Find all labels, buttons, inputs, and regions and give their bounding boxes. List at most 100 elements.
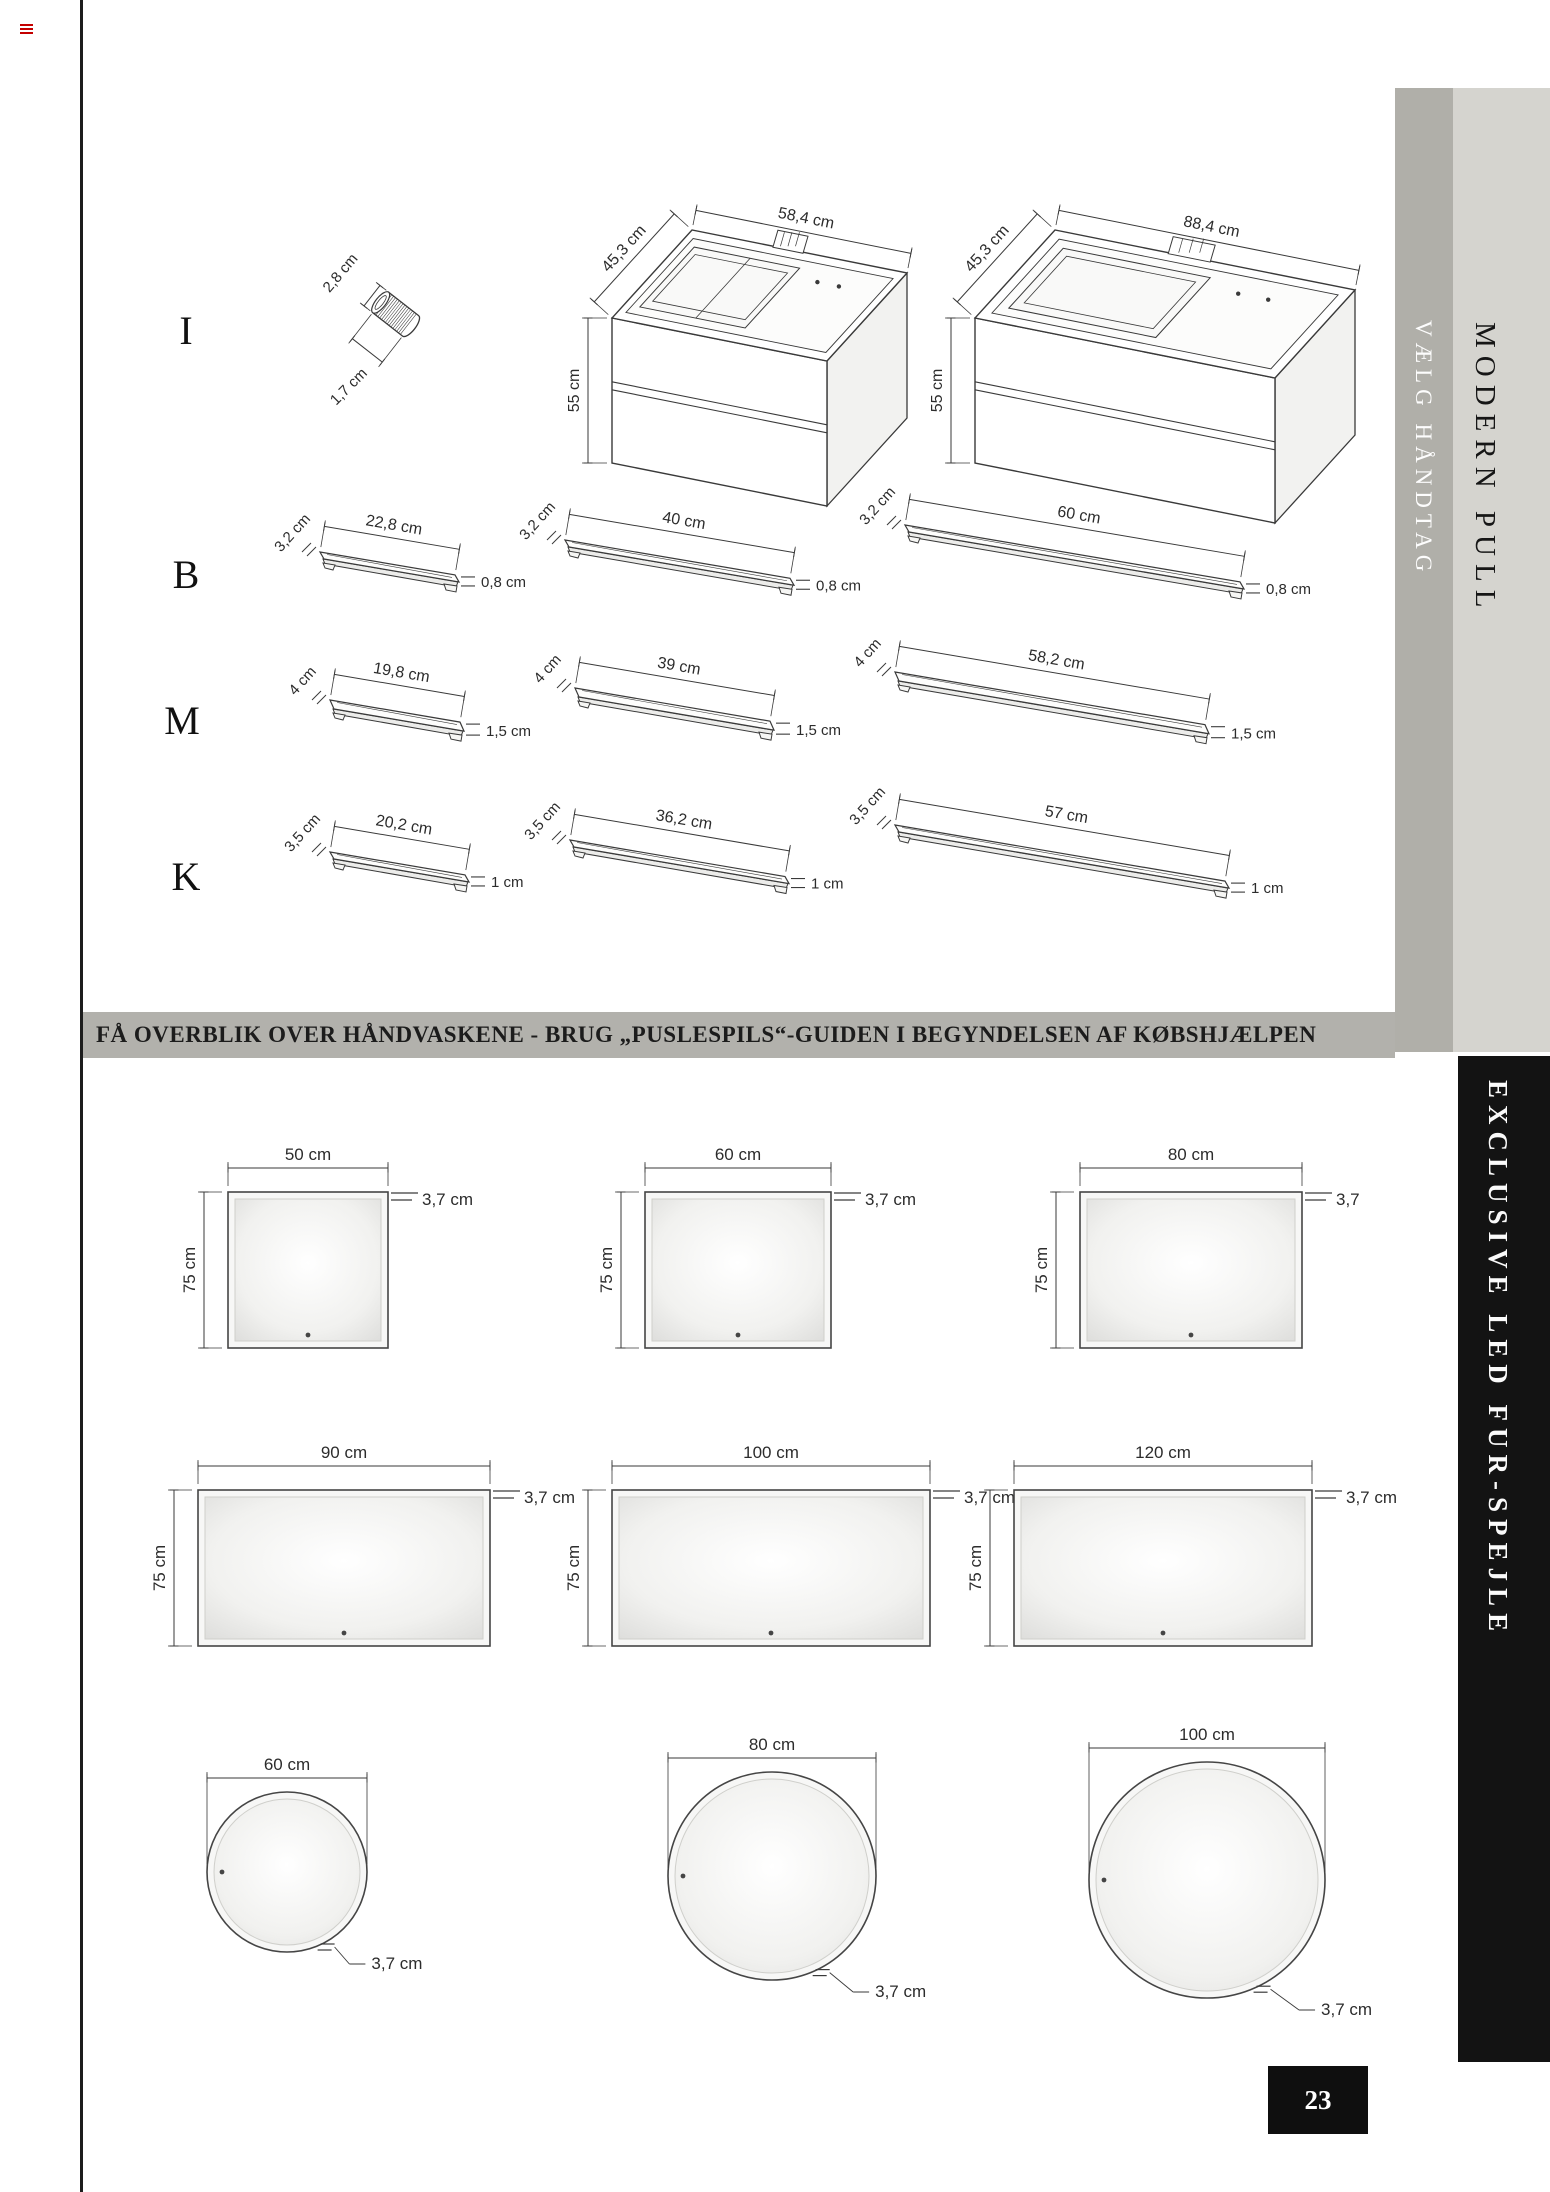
dimension-tick <box>376 282 384 289</box>
dimension-tick <box>316 694 327 705</box>
handle-right-foot <box>453 883 468 893</box>
handle-underside <box>567 546 794 591</box>
handle-right-foot <box>1193 735 1208 745</box>
dimension-label: 3,7 cm <box>1321 2000 1372 2019</box>
round-mirror-drawing-1: 80 cm3,7 cm <box>667 1735 926 2001</box>
dimension-tick <box>908 494 911 504</box>
dimension-tick <box>316 846 327 857</box>
handle-drawing-7: 36,2 cm3,5 cm1 cm <box>521 799 844 895</box>
dimension-tick <box>578 657 581 667</box>
mounting-bracket <box>772 229 809 254</box>
faucet-hole <box>1236 291 1241 296</box>
dimension-label: 3,5 cm <box>846 784 889 829</box>
dimension-label: 80 cm <box>749 1735 795 1754</box>
knurl-line <box>387 303 404 324</box>
dimension-tick <box>311 842 322 853</box>
handle-underside <box>907 531 1244 595</box>
dimension-label: 55 cm <box>929 369 946 413</box>
dimension-tick <box>463 691 466 701</box>
faucet-hole <box>815 279 820 285</box>
dimension-tick <box>953 298 961 306</box>
handle-drawing-3: 19,8 cm4 cm1,5 cm <box>285 660 531 742</box>
dimension-label: 3,5 cm <box>281 811 324 856</box>
dimension-line <box>899 645 1210 700</box>
page-number-box: 23 <box>1268 2066 1368 2134</box>
knurl-line <box>394 309 411 330</box>
sensor-dot <box>680 1873 686 1879</box>
dimension-line <box>574 813 790 852</box>
dimension-tick <box>311 690 322 701</box>
dimension-label: 75 cm <box>564 1545 583 1591</box>
mirror-surface <box>618 1496 924 1640</box>
handle-drawing-6: 20,2 cm3,5 cm1 cm <box>281 811 524 893</box>
row-label-b: B <box>173 552 200 597</box>
dimension-label: 0,8 cm <box>1266 581 1311 598</box>
dimension-tick <box>898 794 901 804</box>
dimension-tick <box>349 335 356 343</box>
handle-underside <box>577 696 774 736</box>
mirror-surface <box>213 1798 361 1946</box>
handle-bar <box>893 671 1211 735</box>
handle-right-foot <box>1228 590 1243 600</box>
handle-underside <box>572 846 789 890</box>
handle-left-foot <box>322 562 336 571</box>
dimension-tick <box>556 834 567 845</box>
dimension-tick <box>306 546 317 557</box>
sensor-dot <box>768 1630 774 1636</box>
dimension-label: 39 cm <box>656 655 702 679</box>
bracket-hatch <box>1188 238 1194 253</box>
dimension-tick <box>1243 551 1246 561</box>
sensor-dot <box>735 1332 741 1338</box>
knob-body <box>371 291 421 338</box>
dimension-tick <box>551 830 562 841</box>
bracket-hatch <box>780 232 785 247</box>
dimension-label: 1,7 cm <box>327 365 371 409</box>
dimension-tick <box>551 534 562 545</box>
handle-left-foot <box>907 535 921 544</box>
knurl-line <box>392 308 409 329</box>
handle-right-foot <box>778 586 793 596</box>
handle-highlight <box>901 674 1203 728</box>
dimension-tick <box>590 298 598 306</box>
sidebar-subtitle-strip <box>1395 88 1453 1052</box>
dimension-label: 3,7 <box>1336 1190 1360 1209</box>
handle-left-foot <box>897 684 911 693</box>
dimension-label: 4 cm <box>285 663 319 699</box>
dimension-label: 50 cm <box>285 1145 331 1164</box>
dimension-label: 3,2 cm <box>271 511 314 556</box>
knurl-line <box>389 305 406 326</box>
mirror-surface <box>234 1198 382 1342</box>
mirror-surface <box>1086 1198 1296 1342</box>
dimension-label: 60 cm <box>264 1755 310 1774</box>
dimension-tick <box>773 690 776 701</box>
knurl-line <box>379 297 396 318</box>
knob-cylinder <box>348 282 421 368</box>
dimension-tick <box>360 303 368 309</box>
dimension-label: 80 cm <box>1168 1145 1214 1164</box>
dimension-line <box>569 513 795 554</box>
dimension-line <box>352 338 383 363</box>
row-label-i: I <box>179 308 192 353</box>
handle-underside <box>897 680 1209 740</box>
dimension-tick <box>1057 205 1061 215</box>
dimension-tick <box>881 666 892 677</box>
handle-highlight <box>336 854 463 878</box>
drawer-line <box>611 389 828 434</box>
dimension-label: 3,5 cm <box>521 799 564 844</box>
dimension-tick <box>323 521 326 531</box>
dimension-line <box>334 825 470 850</box>
dimension-label: 1 cm <box>811 876 844 893</box>
dimension-label: 3,7 cm <box>371 1954 422 1973</box>
bracket-hatch <box>1199 238 1205 253</box>
dimension-tick <box>561 682 572 693</box>
knurl-line <box>385 302 402 323</box>
faucet-hole <box>1266 297 1271 302</box>
banner-text: FÅ OVERBLIK OVER HÅNDVASKENE - BRUG „PUS… <box>96 1022 1317 1047</box>
red-logo-mark <box>20 24 33 36</box>
knurl-line <box>396 311 413 332</box>
drawer-line <box>974 381 1276 443</box>
bracket-hatch <box>787 232 793 247</box>
